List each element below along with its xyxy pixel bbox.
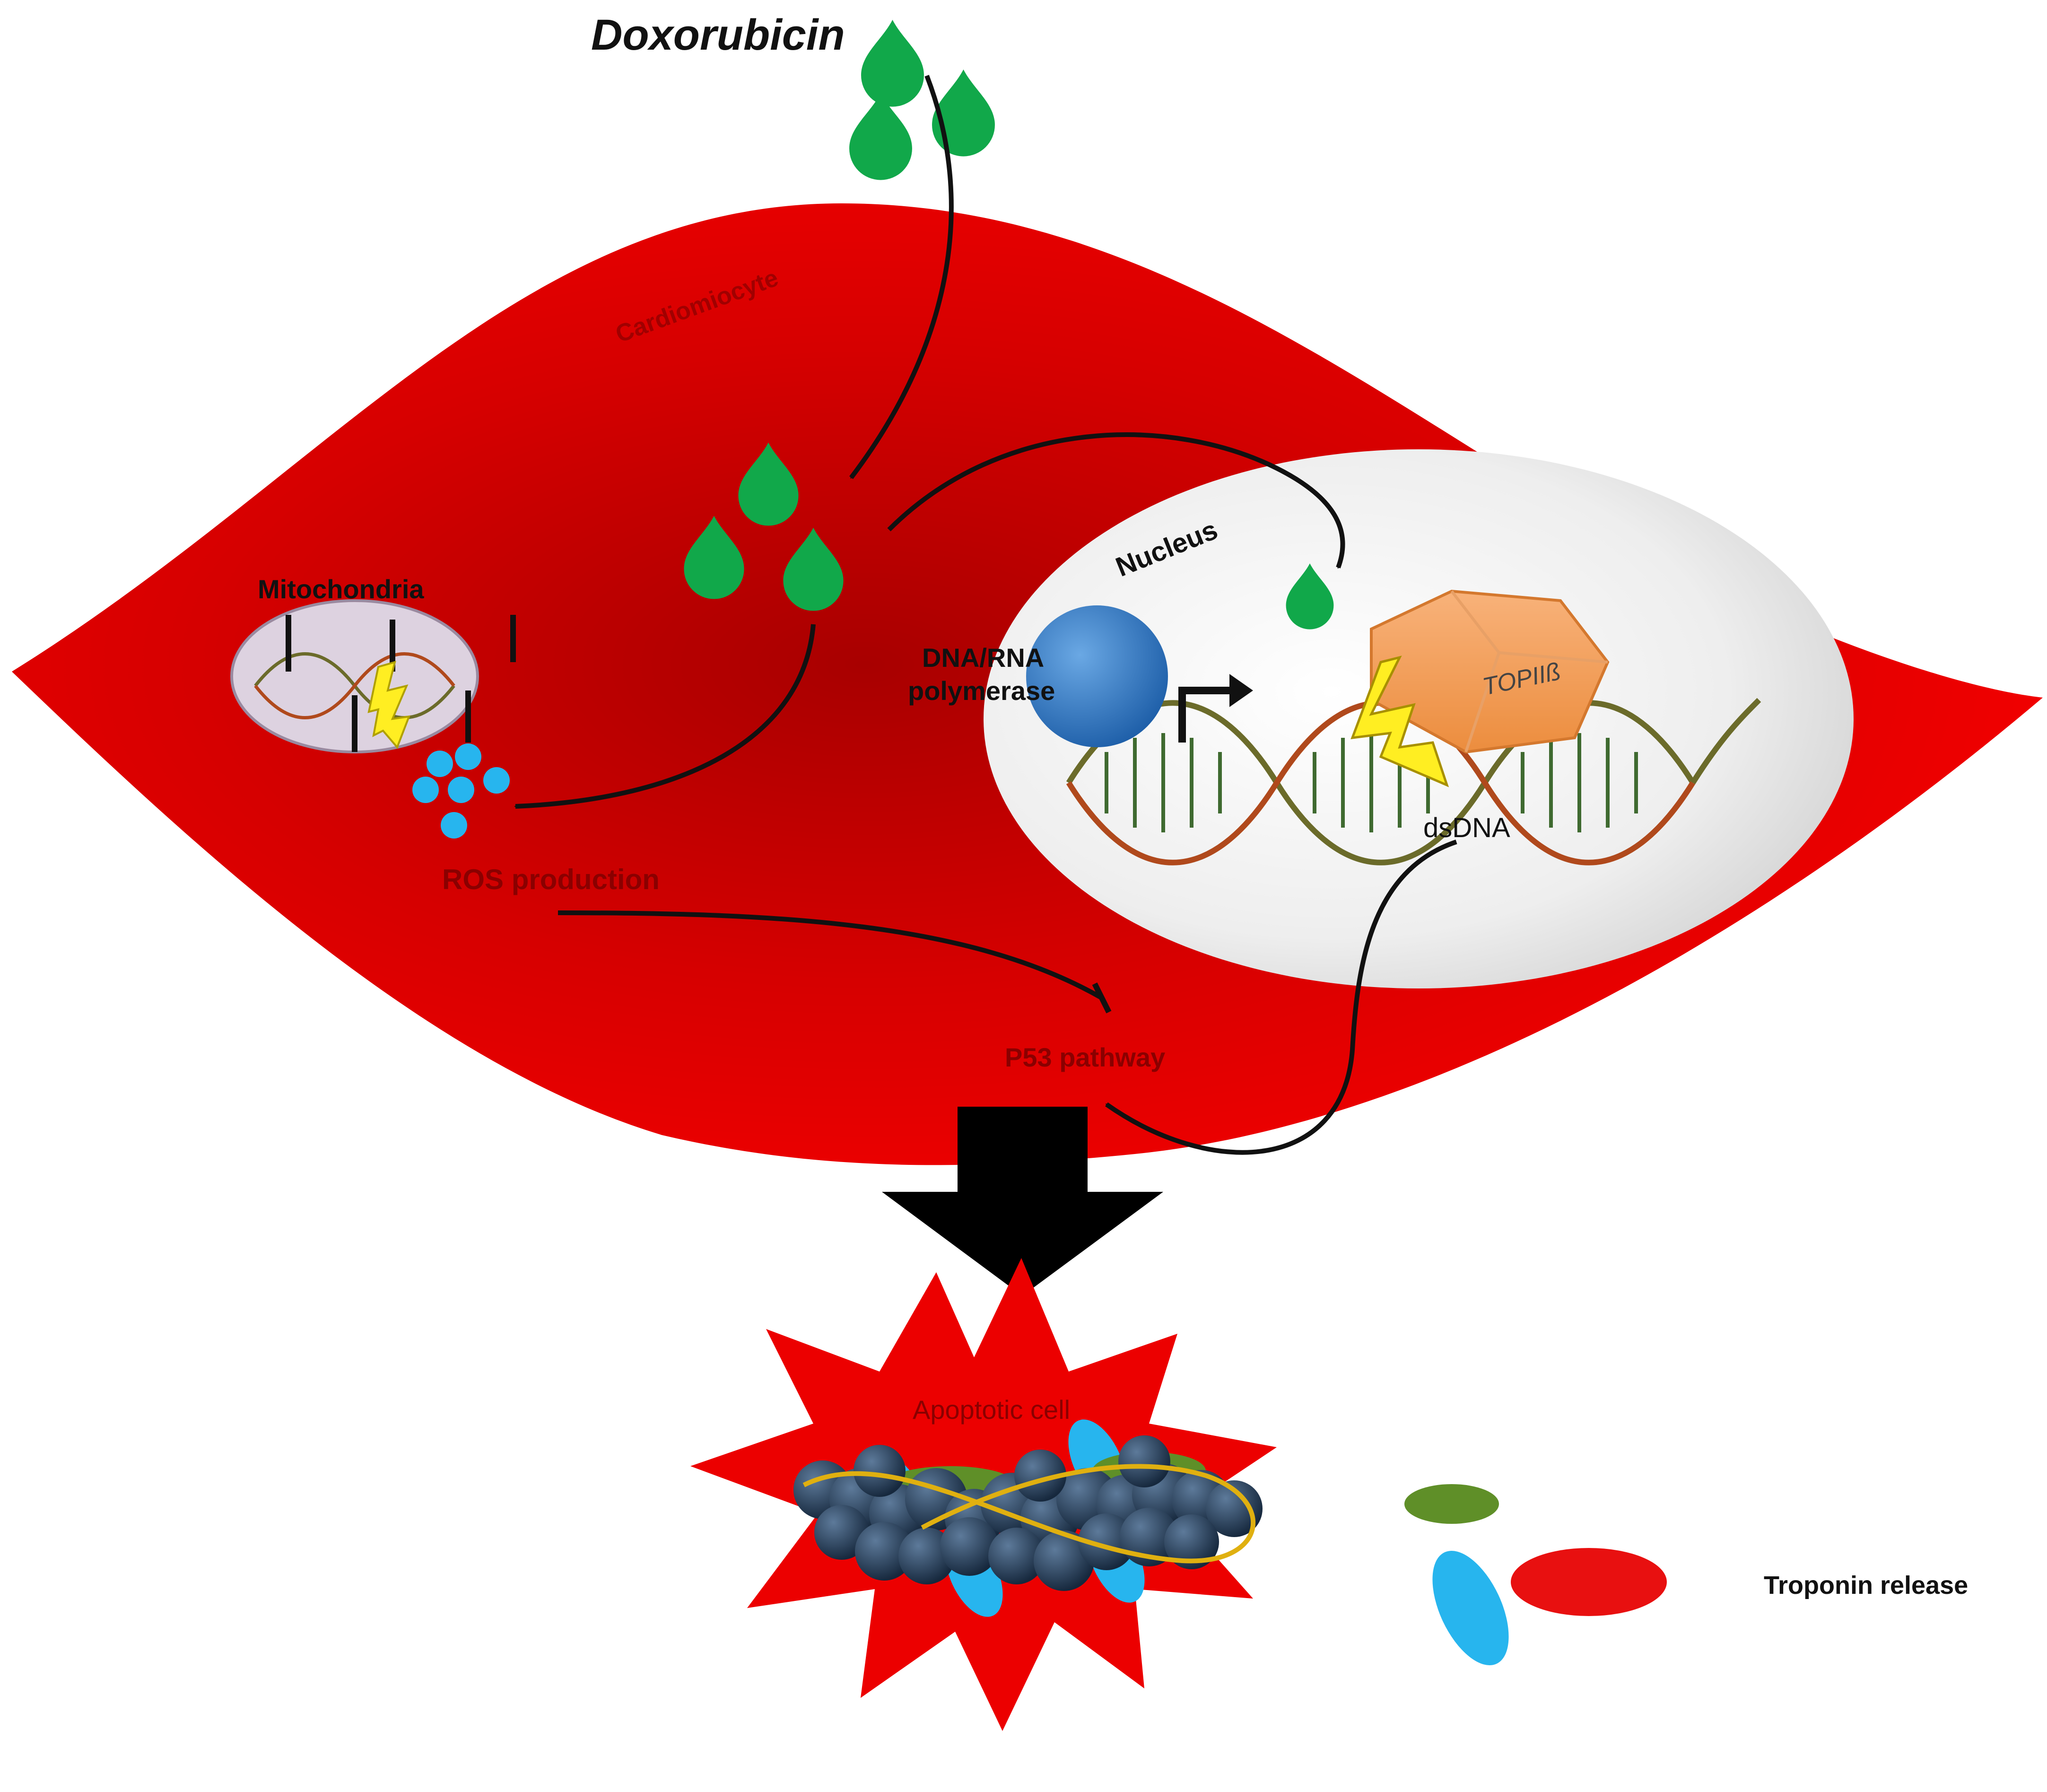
troponin-molecules (1404, 1484, 1667, 1665)
block-arrow-down-icon (882, 1107, 1163, 1296)
troponin-red (1511, 1548, 1667, 1616)
arrow-ros-to-p53 (557, 910, 1103, 1000)
arrow-to-ros (514, 624, 816, 809)
pathway-arrows (514, 75, 1457, 1155)
topoisomerase-enzyme (1370, 589, 1610, 754)
polymerase-label-line2: polymerase (908, 676, 1055, 706)
ros-particle-icon (448, 777, 474, 803)
troponin-green (1404, 1484, 1499, 1524)
doxorubicin-droplets-outside (849, 19, 995, 180)
transcription-arrow (1178, 687, 1234, 743)
troponin-blue (1432, 1551, 1509, 1665)
polymerase-label-line1: DNA/RNA (922, 643, 1044, 673)
drug-label: Doxorubicin (591, 11, 845, 59)
droplet-icon (849, 93, 912, 180)
ros-label: ROS production (442, 864, 660, 895)
polymerase-sphere (1026, 605, 1168, 747)
arrow-entry (849, 75, 954, 480)
dsdna-label: dsDNA (1423, 813, 1510, 843)
ros-particle-icon (427, 751, 453, 777)
arrow-dsdna-to-p53 (1105, 839, 1457, 1155)
mitochondria (230, 599, 516, 753)
ros-particle-icon (441, 812, 467, 839)
ros-particles (412, 743, 510, 839)
mitochondria-label: Mitochondria (258, 574, 424, 604)
apoptotic-cell (690, 1258, 1277, 1731)
ros-particle-icon (483, 767, 510, 794)
p53-label: P53 pathway (1005, 1042, 1165, 1072)
droplet-icon (932, 69, 995, 157)
nucleus (984, 449, 1854, 988)
lightning-bolt-icon (1350, 656, 1449, 787)
arrow-to-nucleus (887, 432, 1345, 569)
droplet-icon (861, 19, 924, 107)
ros-particle-icon (455, 743, 481, 770)
ros-particle-icon (412, 777, 439, 803)
lightning-bolt-icon (367, 661, 411, 749)
troponin-label: Troponin release (1764, 1571, 1968, 1600)
chromatin-beads (793, 1435, 1263, 1591)
apoptotic-label: Apoptotic cell (913, 1395, 1070, 1425)
